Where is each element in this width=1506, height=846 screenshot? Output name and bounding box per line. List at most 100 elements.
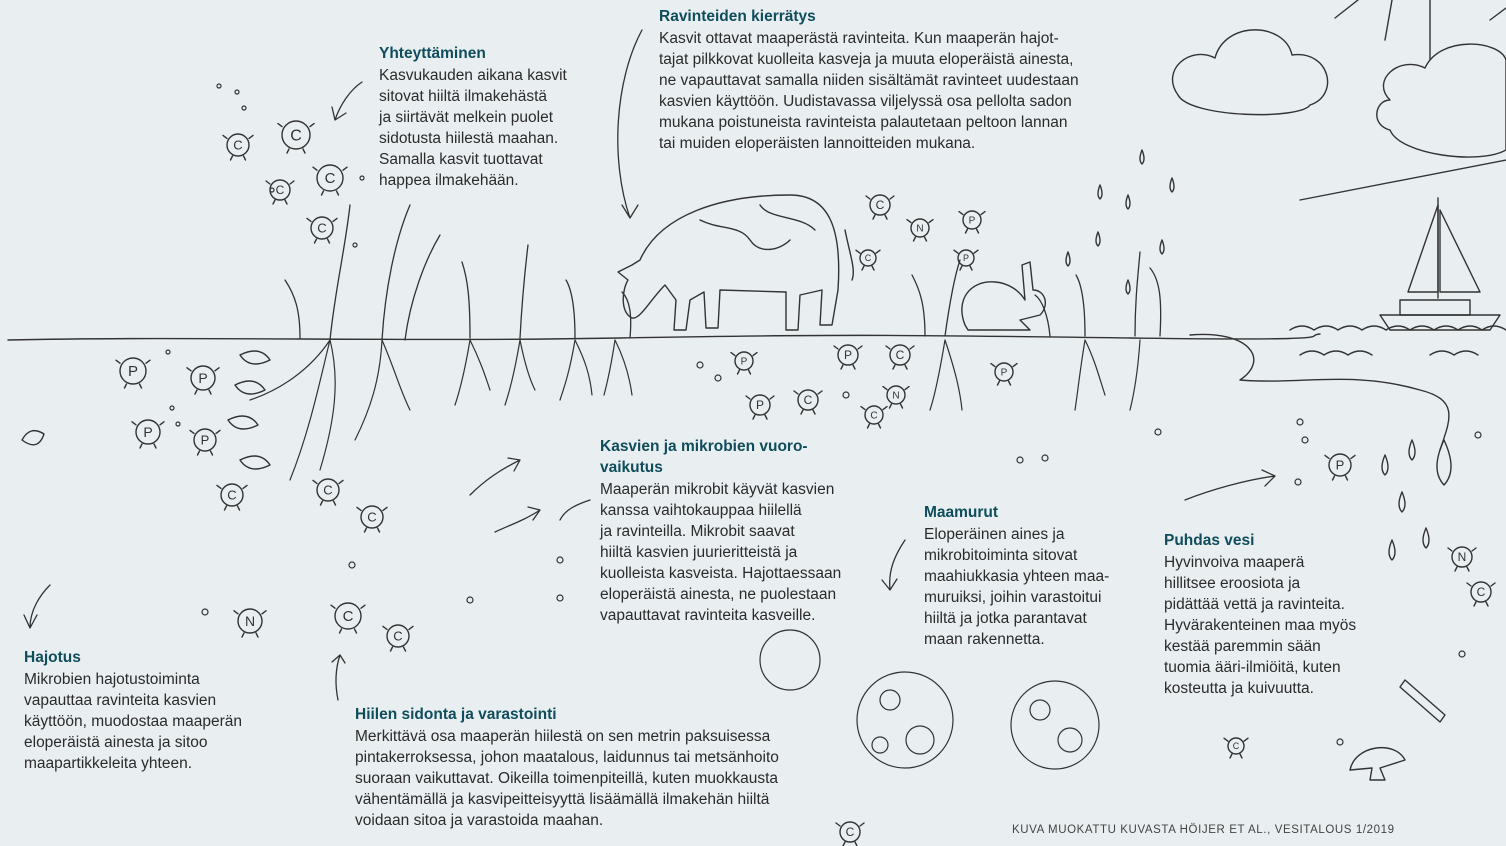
svg-text:C: C <box>896 348 905 362</box>
svg-text:C: C <box>876 198 885 212</box>
svg-text:P: P <box>1001 368 1008 379</box>
microbe-rod <box>1400 680 1445 722</box>
nitrogen-microbe-icon: N <box>883 386 909 408</box>
svg-text:P: P <box>201 432 210 447</box>
svg-text:P: P <box>844 348 852 362</box>
cloud-icon <box>1377 44 1506 157</box>
ravinteiden-kierratys-text: Kasvit ottavat maaperästä ravinteita. Ku… <box>659 28 1139 154</box>
ravinteiden-kierratys-title: Ravinteiden kierrätys <box>659 6 1139 27</box>
svg-text:C: C <box>1233 741 1240 751</box>
plants <box>285 205 1161 340</box>
hajotus-block: Hajotus Mikrobien hajotustoiminta vapaut… <box>24 647 284 774</box>
carbon-microbe-icon: C <box>331 603 365 633</box>
svg-text:C: C <box>865 253 872 263</box>
svg-text:C: C <box>367 509 376 524</box>
carbon-microbe-icon: C <box>383 625 413 651</box>
carbon-microbe-icon: C <box>217 484 247 510</box>
hajotus-title: Hajotus <box>24 647 284 668</box>
phosphorus-microbe-icon: P <box>116 358 150 388</box>
phosphorus-microbe-icon: P <box>746 395 774 419</box>
svg-text:C: C <box>393 628 402 643</box>
yhteyttaminen-block: Yhteyttäminen Kasvukauden aikana kasvit … <box>379 43 609 191</box>
carbon-microbe-icon: C <box>1224 738 1248 758</box>
water-waves <box>1300 351 1478 355</box>
phosphorus-microbe-icon: P <box>187 366 219 394</box>
puhdas-vesi-title: Puhdas vesi <box>1164 530 1394 551</box>
carbon-microbe-icon: C <box>836 822 864 846</box>
water-stream <box>1190 334 1449 450</box>
svg-text:C: C <box>317 220 326 235</box>
rain-drops <box>1066 150 1451 560</box>
svg-text:C: C <box>233 137 242 152</box>
svg-text:P: P <box>963 253 969 263</box>
svg-text:C: C <box>1477 585 1486 599</box>
phosphorus-microbe-icon: P <box>1325 454 1355 480</box>
rabbit-illustration <box>962 262 1045 330</box>
phosphorus-microbe-icon: P <box>190 429 220 455</box>
carbon-microbe-icon: C <box>861 406 887 428</box>
hajotus-text: Mikrobien hajotustoiminta vapauttaa ravi… <box>24 669 284 774</box>
nitrogen-microbe-icon: N <box>234 609 266 637</box>
svg-text:C: C <box>325 170 336 187</box>
nitrogen-microbe-icon: N <box>907 219 933 241</box>
vuorovaikutus-block: Kasvien ja mikrobien vuoro- vaikutus Maa… <box>600 436 870 626</box>
svg-text:N: N <box>892 391 899 402</box>
sailboat <box>1380 198 1500 330</box>
ravinteiden-kierratys-block: Ravinteiden kierrätys Kasvit ottavat maa… <box>659 6 1139 154</box>
cloud-icon <box>1173 30 1328 115</box>
image-credit: KUVA MUOKATTU KUVASTA HÖIJER ET AL., VES… <box>1012 824 1395 836</box>
svg-text:P: P <box>969 216 976 227</box>
svg-text:C: C <box>290 128 302 145</box>
svg-text:P: P <box>741 357 748 368</box>
hiilen-sidonta-block: Hiilen sidonta ja varastointi Merkittävä… <box>355 704 825 831</box>
vuorovaikutus-text: Maaperän mikrobit käyvät kasvien kanssa … <box>600 479 870 626</box>
maamurut-title: Maamurut <box>924 502 1154 523</box>
svg-text:N: N <box>916 224 923 235</box>
svg-text:C: C <box>323 482 332 497</box>
carbon-microbe-icon: C <box>223 134 253 160</box>
maamurut-text: Eloperäinen aines ja mikrobitoiminta sit… <box>924 524 1154 650</box>
phosphorus-microbe-icon: P <box>132 420 164 448</box>
carbon-microbe-icon: C <box>886 345 914 369</box>
cow-illustration <box>618 195 853 330</box>
svg-text:C: C <box>343 608 354 625</box>
svg-text:C: C <box>870 411 877 422</box>
nitrogen-microbe-icon: N <box>1448 547 1476 571</box>
svg-text:C: C <box>227 487 236 502</box>
svg-text:C: C <box>804 393 813 407</box>
carbon-microbe-icon: C <box>794 390 822 414</box>
carbon-microbe-icon: C <box>266 180 294 204</box>
yhteyttaminen-text: Kasvukauden aikana kasvit sitovat hiiltä… <box>379 65 609 191</box>
svg-text:P: P <box>128 363 138 380</box>
phosphorus-microbe-icon: P <box>731 352 757 374</box>
phosphorus-microbe-icon: P <box>991 363 1017 385</box>
ground-line <box>8 334 1320 340</box>
puhdas-vesi-block: Puhdas vesi Hyvinvoiva maaperä hillitsee… <box>1164 530 1394 699</box>
carbon-microbe-icon: C <box>313 165 347 195</box>
hiilen-sidonta-text: Merkittävä osa maaperän hiilestä on sen … <box>355 726 825 831</box>
carbon-microbe-icon: C <box>278 121 314 153</box>
svg-text:P: P <box>143 424 152 440</box>
vuorovaikutus-title: Kasvien ja mikrobien vuoro- vaikutus <box>600 436 870 478</box>
svg-text:N: N <box>1458 550 1467 564</box>
carbon-microbe-icon: C <box>866 195 894 219</box>
carbon-microbe-icon: C <box>357 506 387 532</box>
svg-text:P: P <box>198 370 207 386</box>
phosphorus-microbe-icon: P <box>959 211 985 233</box>
sun-rays <box>1300 0 1506 200</box>
mushroom-icon <box>1350 748 1405 780</box>
svg-text:C: C <box>846 825 855 839</box>
svg-text:C: C <box>276 183 285 197</box>
carbon-microbe-icon: C <box>313 479 343 505</box>
svg-text:N: N <box>245 613 255 629</box>
yhteyttaminen-title: Yhteyttäminen <box>379 43 609 64</box>
carbon-microbe-icon: C <box>1467 582 1495 606</box>
puhdas-vesi-text: Hyvinvoiva maaperä hillitsee eroosiota j… <box>1164 552 1394 699</box>
hiilen-sidonta-title: Hiilen sidonta ja varastointi <box>355 704 825 725</box>
carbon-microbe-icon: C <box>307 217 337 243</box>
svg-text:P: P <box>1336 457 1345 472</box>
phosphorus-microbe-icon: P <box>834 345 862 369</box>
carbon-microbe-icon: C <box>856 250 880 270</box>
svg-text:P: P <box>756 398 764 412</box>
maamurut-block: Maamurut Eloperäinen aines ja mikrobitoi… <box>924 502 1154 650</box>
